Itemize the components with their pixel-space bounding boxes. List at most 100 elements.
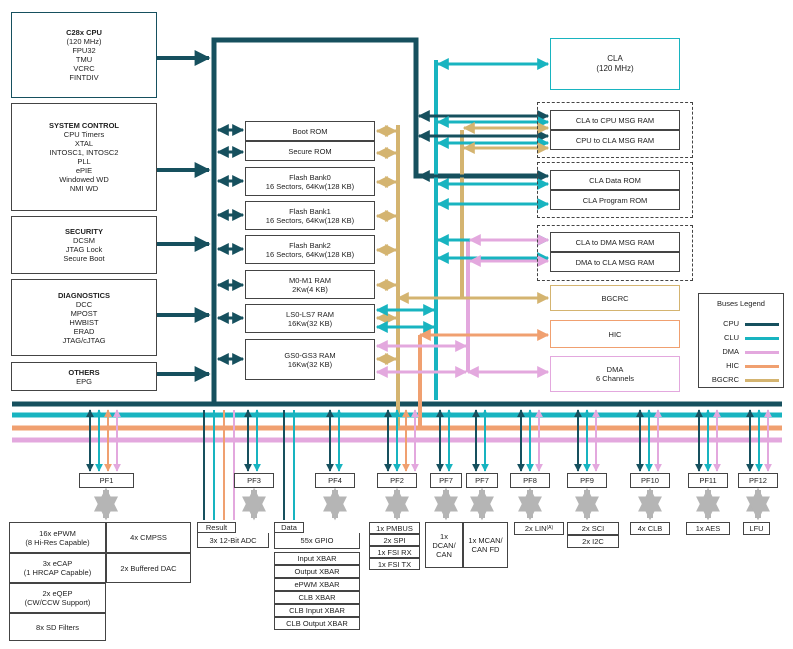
cla-title: CLA [607,54,623,63]
lin-footnote: (A) [546,525,554,531]
hic-label: HIC [608,329,622,339]
cla-program-rom: CLA Program ROM [550,190,680,210]
ecap-cell: 3x eCAP(1 HRCAP Capable) [9,553,106,583]
xbar-cell: Input XBAR [274,552,360,565]
xbar-cell: CLB XBAR [274,591,360,604]
legend-swatch [745,365,779,368]
pmbus-cell: 1x PMBUS [369,522,420,534]
aes-cell: 1x AES [686,522,730,535]
legend-item: CLU [699,333,783,344]
system-control-line: XTAL [74,139,94,148]
cpu-line: (120 MHz) [66,37,102,46]
mcan-line: 1x MCAN/ [468,536,503,545]
cla-rom-group [537,162,693,218]
diagnostics-line: MPOST [70,308,98,318]
diagnostics-line: DCC [75,299,93,309]
dcan-line: CAN [436,549,452,559]
xbar-cell: Output XBAR [274,565,360,578]
cmpss-label: 4x CMPSS [130,533,167,542]
pf7-mcan: PF7 [466,473,498,488]
dac-label: 2x Buffered DAC [120,563,177,573]
spi-cell: 2x SPI [369,534,420,546]
others-title: OTHERS [68,367,100,377]
security-line: DCSM [72,236,96,245]
pf7-mcan-label: PF7 [475,476,489,485]
pf11-label: PF11 [699,476,717,485]
gpio-label: 55x GPIO [300,536,334,545]
flash-bank2-size: 16 Sectors, 64Kw(128 KB) [265,249,355,259]
xbar-cell: ePWM XBAR [274,578,360,591]
pf9: PF9 [567,473,607,488]
sci-label: 2x SCI [581,524,605,533]
dma-block: DMA 6 Channels [550,356,680,392]
cla-data-rom-label: CLA Data ROM [589,175,641,185]
dcan-line: DCAN/ [432,540,456,550]
diagnostics-block: DIAGNOSTICS DCC MPOST HWBIST ERAD JTAG/c… [11,279,157,356]
gpio-data-tag: Data [274,522,304,533]
m0-m1-ram-size: 2Kw(4 KB) [292,284,328,294]
aes-label: 1x AES [695,524,721,533]
diagnostics-line: JTAG/cJTAG [62,335,106,345]
legend-swatch [745,379,779,382]
pf3: PF3 [234,473,274,488]
pf8-label: PF8 [523,476,537,485]
fsi-rx-cell: 1x FSI RX [369,546,420,558]
security-block: SECURITY DCSM JTAG Lock Secure Boot [11,216,157,274]
legend-item: CPU [699,319,783,330]
pf7-dcan: PF7 [430,473,462,488]
hic-block: HIC [550,320,680,348]
security-line: Secure Boot [63,254,105,263]
security-title: SECURITY [65,227,103,236]
pf12-label: PF12 [749,476,767,485]
epwm-cell: 16x ePWM(8 Hi-Res Capable) [9,522,106,553]
cla-to-cpu-msg-ram: CLA to CPU MSG RAM [550,110,680,130]
diagnostics-line: HWBIST [69,317,99,327]
gs0-gs3-ram-label: GS0-GS3 RAM [284,350,336,360]
xbar-label: Input XBAR [297,554,337,563]
flash-bank2-label: Flash Bank2 [289,240,331,250]
pf4: PF4 [315,473,355,488]
xbar-label: ePWM XBAR [294,580,340,589]
system-control-line: NMI WD [69,184,99,193]
pf12: PF12 [738,473,778,488]
mcan-line: CAN FD [471,545,500,554]
cpu-line: FINTDIV [69,73,99,82]
eqep-cell: 2x eQEP(CW/CCW Support) [9,583,106,613]
legend-item: BGCRC [699,375,783,386]
others-block: OTHERS EPG [11,362,157,391]
system-control-title: SYSTEM CONTROL [48,121,119,130]
dma-to-cla-msg-ram-label: DMA to CLA MSG RAM [575,257,655,267]
bgcrc-block: BGCRC [550,285,680,311]
pf10-label: PF10 [641,476,659,485]
cpu-to-cla-msg-ram-label: CPU to CLA MSG RAM [575,135,655,145]
legend-item: DMA [699,347,783,358]
cla-dma-group [537,225,693,281]
legend-label: BGCRC [711,375,739,384]
pf10: PF10 [630,473,670,488]
eqep-note: (CW/CCW Support) [24,598,91,607]
system-control-line: ePIE [75,166,93,175]
epwm-note: (8 Hi-Res Capable) [25,537,90,547]
pf1-label: PF1 [99,476,114,485]
ls0-ls7-ram-label: LS0-LS7 RAM [286,309,334,319]
xbar-label: Output XBAR [294,567,340,576]
cmpss-cell: 4x CMPSS [106,522,191,553]
pf7-dcan-label: PF7 [439,476,453,485]
cpu-block: C28x CPU (120 MHz) FPU32 TMU VCRC FINTDI… [11,12,157,98]
system-control-line: CPU Timers [63,130,105,139]
xbar-cell: CLB Output XBAR [274,617,360,630]
ls0-ls7-ram-size: 16Kw(32 KB) [287,318,333,328]
cpu-to-cla-msg-ram: CPU to CLA MSG RAM [550,130,680,150]
others-line: EPG [76,376,92,386]
m0-m1-ram-label: M0-M1 RAM [288,275,332,285]
xbar-label: CLB XBAR [298,593,336,602]
pf4-label: PF4 [328,476,342,485]
buses-legend: Buses Legend CPU CLU DMA HIC BGCRC [698,293,784,388]
ecap-note: (1 HRCAP Capable) [23,568,92,577]
